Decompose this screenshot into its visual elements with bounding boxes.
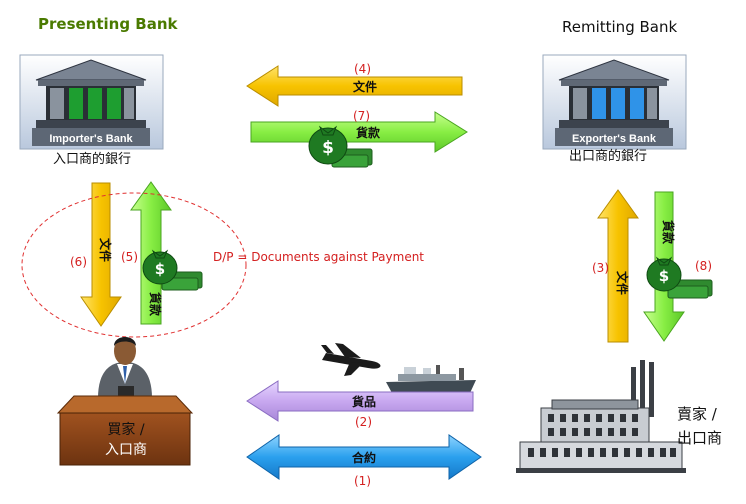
flow-3-number: (3) <box>592 261 609 275</box>
arrow-6-documents <box>80 182 122 327</box>
remitting-bank-heading: Remitting Bank <box>562 18 678 36</box>
seller-label-line1: 賣家 / <box>677 405 717 423</box>
factory-icon <box>516 360 686 473</box>
svg-text:$: $ <box>155 260 165 278</box>
arrow-2-goods <box>246 380 474 422</box>
money-bag-icon: $ <box>308 125 373 168</box>
buyer-label-line1: 買家 / <box>107 422 145 438</box>
money-bag-icon: $ <box>142 249 203 291</box>
importer-bank-caption: 入口商的銀行 <box>53 152 132 167</box>
flow-6-number: (6) <box>70 255 87 269</box>
flow-5-label: 貨款 <box>148 292 163 317</box>
flow-8-label: 貨款 <box>661 220 676 245</box>
desk-icon <box>56 395 194 466</box>
ship-icon <box>386 365 476 393</box>
arrow-1-contract <box>246 434 482 480</box>
flow-2-number: (2) <box>355 415 372 429</box>
money-bag-icon: $ <box>646 256 713 299</box>
exporter-bank-caption: 出口商的銀行 <box>569 149 648 164</box>
flow-1-label: 合約 <box>352 450 376 465</box>
flow-4-number: (4) <box>354 62 371 76</box>
flow-2-label: 貨品 <box>352 394 376 409</box>
airplane-icon <box>321 343 381 376</box>
importer-bank-icon <box>19 54 164 150</box>
seller-label-line2: 出口商 <box>677 429 723 447</box>
flow-6-label: 文件 <box>98 238 113 262</box>
flow-3-label: 文件 <box>615 271 630 295</box>
buyer-person-icon <box>98 337 152 398</box>
arrow-5-payment <box>130 181 172 325</box>
dp-dashed-ellipse <box>21 192 247 338</box>
importer-bank-sign: Importer's Bank <box>49 133 133 145</box>
svg-text:$: $ <box>659 267 669 285</box>
flow-7-label: 貨款 <box>356 125 381 140</box>
svg-text:$: $ <box>322 138 334 158</box>
flow-8-number: (8) <box>695 259 712 273</box>
dp-definition-note: D/P = Documents against Payment <box>213 250 425 264</box>
buyer-label-line2: 入口商 <box>105 442 147 458</box>
arrow-4-documents <box>246 65 463 107</box>
arrow-7-payment <box>250 111 468 153</box>
flow-5-number: (5) <box>121 250 138 264</box>
exporter-bank-icon <box>542 54 687 150</box>
flow-4-label: 文件 <box>353 79 377 94</box>
flow-1-number: (1) <box>354 474 371 488</box>
arrow-3-documents <box>597 189 639 343</box>
flow-7-number: (7) <box>353 109 370 123</box>
presenting-bank-heading: Presenting Bank <box>38 15 178 33</box>
exporter-bank-sign: Exporter's Bank <box>572 133 657 145</box>
